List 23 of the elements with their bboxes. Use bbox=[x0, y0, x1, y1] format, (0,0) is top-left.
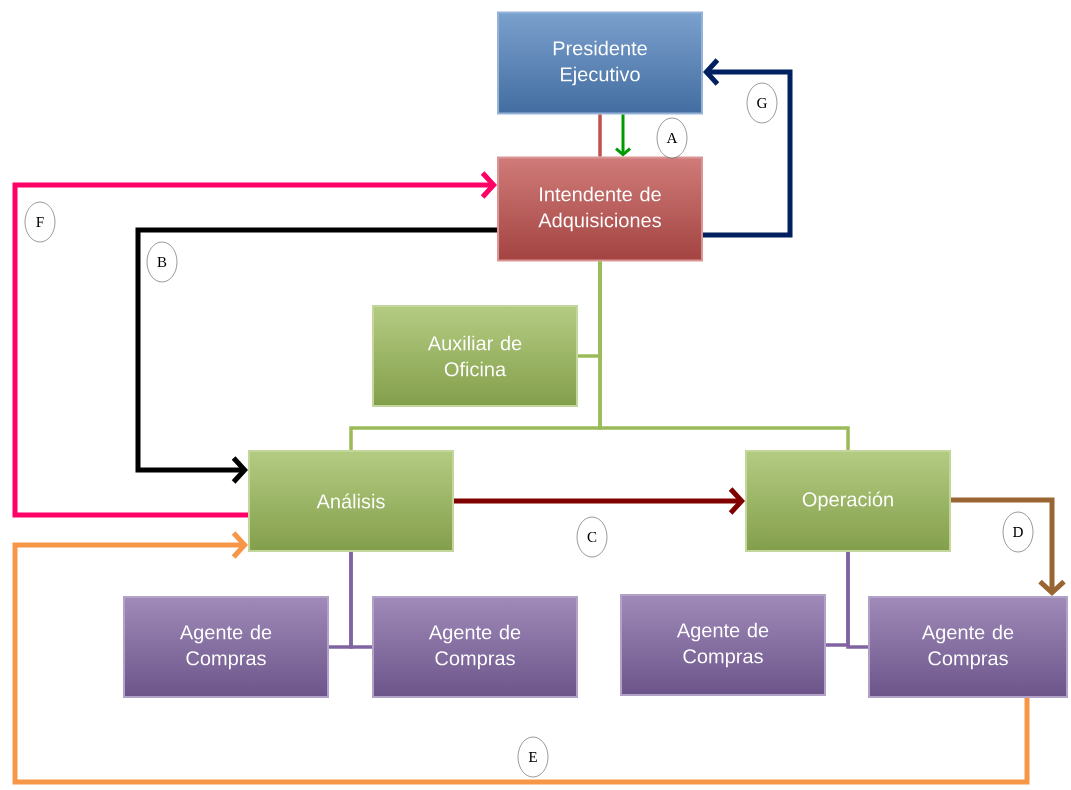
edge-label: A bbox=[656, 117, 688, 159]
org-box: Operación bbox=[745, 450, 951, 552]
edge-label: G bbox=[746, 82, 778, 124]
arrow bbox=[12, 171, 497, 518]
arrow bbox=[12, 531, 1030, 785]
org-box: Agente de Compras bbox=[372, 596, 578, 698]
arrow bbox=[951, 497, 1066, 596]
arrow bbox=[135, 227, 497, 484]
arrow bbox=[454, 487, 745, 515]
edge-label: C bbox=[576, 516, 608, 558]
org-box: Agente de Compras bbox=[620, 594, 826, 696]
org-box: Agente de Compras bbox=[868, 596, 1068, 698]
org-box: Presidente Ejecutivo bbox=[497, 11, 703, 115]
edge-label: D bbox=[1002, 511, 1034, 553]
edge-label: E bbox=[517, 736, 549, 778]
org-box: Agente de Compras bbox=[123, 596, 329, 698]
edge-label: F bbox=[24, 201, 56, 243]
org-box: Auxiliar de Oficina bbox=[372, 305, 578, 407]
org-box: Intendente de Adquisiciones bbox=[497, 156, 703, 262]
arrow bbox=[703, 58, 793, 238]
edge-label: B bbox=[146, 241, 178, 283]
org-box: Análisis bbox=[248, 450, 454, 552]
arrow bbox=[615, 114, 631, 157]
